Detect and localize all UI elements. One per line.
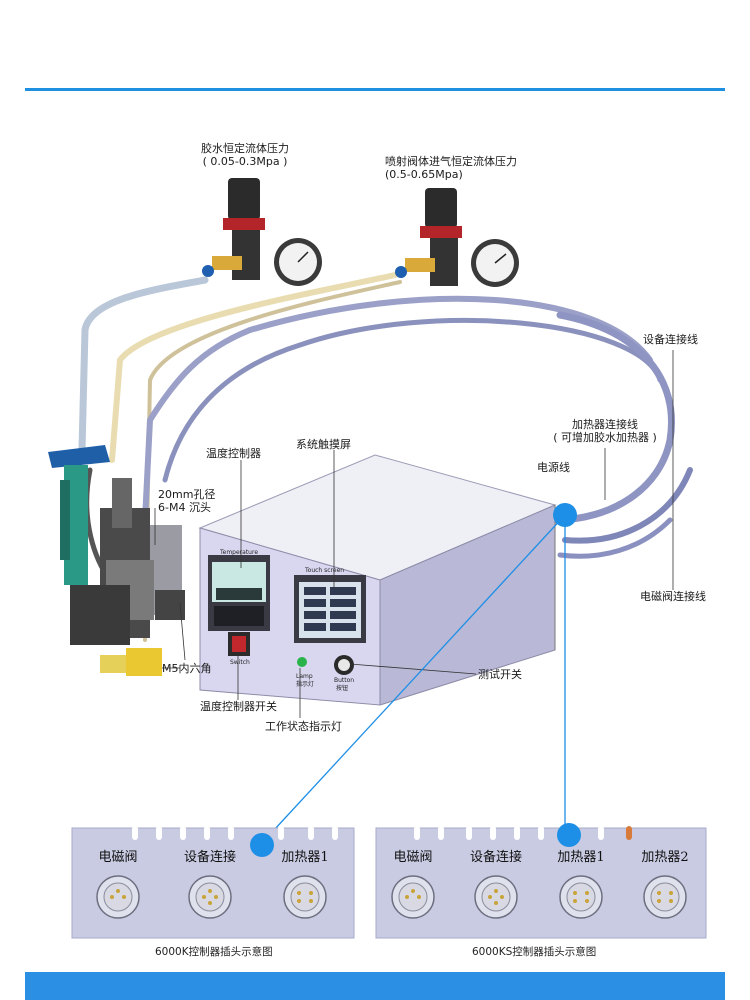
hex-label: M5内六角 (162, 662, 212, 675)
test-switch-label: 测试开关 (478, 668, 522, 681)
connector-panel-6000k: 电磁阀 设备连接 加热器1 (71, 826, 355, 939)
status-lamp-label: 工作状态指示灯 (265, 720, 342, 733)
temp-switch-label: 温度控制器开关 (200, 700, 277, 713)
glue-pressure-regulator (202, 178, 322, 286)
jet-valve (48, 445, 185, 676)
port-label-solenoid: 电磁阀 (393, 850, 432, 865)
callout-dot-right (557, 823, 581, 847)
heater-cable-label: 加热器连接线 ( 可增加胶水加热器 ) (545, 418, 665, 444)
valve-pressure-label: 喷射阀体进气恒定流体压力 (0.5-0.65Mpa) (385, 155, 517, 181)
glue-pressure-label: 胶水恒定流体压力 ( 0.05-0.3Mpa ) (185, 142, 305, 168)
panel-caption-6000ks: 6000KS控制器插头示意图 (472, 946, 597, 958)
device-cable-label: 设备连接线 (643, 333, 698, 346)
port-label-solenoid: 电磁阀 (98, 850, 137, 865)
button-label: Button (334, 677, 354, 684)
button-sub-label: 按钮 (336, 684, 348, 692)
port-label-heater2: 加热器2 (641, 850, 688, 865)
valve-pressure-regulator (395, 188, 519, 287)
touch-screen-label: 系统触摸屏 (296, 438, 351, 451)
glue-pressure-range: ( 0.05-0.3Mpa ) (202, 155, 288, 168)
callout-dot-left (250, 833, 274, 857)
temp-controller-label: 温度控制器 (206, 447, 261, 460)
heater-cable-title: 加热器连接线 (572, 418, 638, 431)
port-label-heater1: 加热器1 (281, 850, 328, 865)
port-label-heater1: 加热器1 (557, 850, 604, 865)
top-divider (25, 88, 725, 91)
glue-pressure-title: 胶水恒定流体压力 (201, 142, 289, 155)
switch-label: Switch (230, 659, 250, 666)
temp-panel-label: Temperature (219, 549, 258, 556)
valve-pressure-range: (0.5-0.65Mpa) (385, 168, 463, 181)
solenoid-cable-label: 电磁阀连接线 (640, 590, 706, 603)
hole-size-label: 20mm孔径 6-M4 沉头 (158, 488, 215, 514)
touch-panel-label: Touch screen (304, 567, 344, 574)
bottom-band (25, 972, 725, 1000)
callout-dot (553, 503, 577, 527)
hole-size: 20mm孔径 (158, 488, 216, 501)
heater-cable-note: ( 可增加胶水加热器 ) (553, 431, 657, 444)
controller-box (198, 454, 557, 706)
valve-pressure-title: 喷射阀体进气恒定流体压力 (385, 155, 517, 168)
power-cable-label: 电源线 (537, 461, 570, 474)
lamp-label: Lamp (296, 673, 313, 680)
countersink: 6-M4 沉头 (158, 501, 211, 514)
panel-caption-6000k: 6000K控制器插头示意图 (155, 946, 273, 958)
port-label-device: 设备连接 (184, 849, 236, 865)
lamp-sub-label: 指示灯 (296, 680, 314, 688)
connector-panel-6000ks: 电磁阀 设备连接 加热器1 加热器2 (375, 826, 707, 939)
port-label-device: 设备连接 (470, 849, 522, 865)
